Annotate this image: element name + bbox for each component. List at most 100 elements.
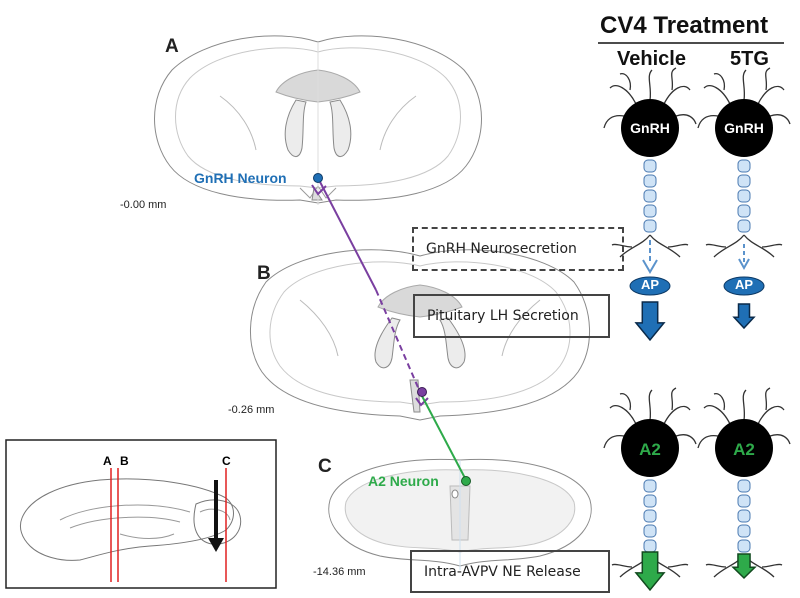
ne-vehicle-block-arrow — [634, 551, 666, 592]
a2-5tg-cell-label: A2 — [733, 440, 755, 459]
brain-section-c — [328, 458, 592, 570]
sagittal-inset — [5, 439, 277, 589]
treatment-title: CV4 Treatment — [600, 12, 769, 39]
gnrh-vehicle-neuron-dendrite-4 — [671, 67, 677, 91]
gnrh-5tg-secretion-arrow-head — [738, 258, 750, 271]
section-b-depth: -0.26 mm — [228, 404, 275, 416]
inset-label-b: B — [120, 454, 129, 468]
pituitary-lh-text: Pituitary LH Secretion — [427, 308, 579, 324]
a2-5tg-neuron-axon-segment-1 — [737, 494, 751, 508]
gnrh-vehicle-neuron-dendrite-3 — [663, 85, 691, 105]
gnrh-vehicle-neuron-dendrite-2 — [648, 69, 653, 101]
gnrh-neurosecretion-box: GnRH Neurosecretion — [412, 227, 624, 271]
a2-vehicle-neuron-dendrite-5 — [603, 434, 625, 449]
a2-vehicle-neuron-dendrite-1 — [619, 393, 632, 411]
gnrh-vehicle-neuron-terminal-2 — [649, 234, 681, 258]
gnrh-5tg-neuron-dendrite-3 — [757, 85, 785, 105]
gnrh-5tg-neuron-dendrite-4 — [765, 67, 771, 91]
gnrh-neuron-dot — [313, 173, 323, 183]
section-c-depth: -14.36 mm — [313, 566, 366, 578]
a2-vehicle-neuron-terminal-1 — [611, 563, 633, 568]
a2-vehicle-neuron-axon-segment-0 — [643, 479, 657, 493]
inset-label-c: C — [222, 454, 231, 468]
gnrh-vehicle-neuron-soma — [621, 99, 679, 157]
gnrh-vehicle-neuron-terminal-1 — [611, 243, 633, 248]
gnrh-neurosecretion-text: GnRH Neurosecretion — [426, 241, 577, 257]
gnrh-5tg-neuron-axon-segment-0 — [737, 159, 751, 173]
gnrh-5tg-neuron-terminal-0 — [713, 234, 745, 258]
a2-5tg-neuron-dendrite-4 — [765, 387, 771, 411]
gnrh-vehicle-secretion-arrow-head — [642, 259, 658, 274]
a2-5tg-neuron-terminal-1 — [705, 563, 727, 568]
gnrh-5tg-neuron-soma — [715, 99, 773, 157]
a2-5tg-neuron-dendrite-3 — [757, 405, 785, 425]
gnrh-vehicle-neuron-axon-segment-0 — [643, 159, 657, 173]
a2-neuron-dot — [461, 476, 471, 486]
ap-vehicle-label: AP — [640, 277, 660, 292]
gnrh-5tg-neuron-dendrite-6 — [769, 114, 791, 125]
a2-5tg-neuron-dendrite-5 — [697, 434, 719, 449]
a2-projection — [421, 395, 467, 481]
gnrh-vehicle-neuron-dendrite-5 — [603, 114, 625, 129]
lh-vehicle-block-arrow — [634, 301, 666, 342]
gnrh-vehicle-neuron-axon-segment-1 — [643, 174, 657, 188]
lh-5tg-block-arrow — [732, 303, 756, 330]
inset-label-a: A — [103, 454, 112, 468]
gnrh-5tg-neuron-dendrite-0 — [703, 85, 731, 105]
gnrh-5tg-neuron-terminal-1 — [705, 243, 727, 248]
gnrh-vehicle-neuron-axon-segment-4 — [643, 219, 657, 233]
gnrh-5tg-neuron-dendrite-1 — [713, 73, 726, 91]
gnrh-vehicle-neuron-axon-segment-2 — [643, 189, 657, 203]
a2-vehicle-neuron-soma — [621, 419, 679, 477]
gnrh-neuron-label: GnRH Neuron — [194, 170, 287, 186]
a2-vehicle-neuron-dendrite-6 — [675, 434, 697, 445]
a2-5tg-neuron-axon-segment-2 — [737, 509, 751, 523]
gnrh-5tg-neuron-dendrite-2 — [742, 69, 747, 101]
gnrh-5tg-cell-label: GnRH — [724, 120, 764, 136]
gnrh-5tg-neuron-axon-segment-4 — [737, 219, 751, 233]
gnrh-vehicle-neuron-axon-segment-3 — [643, 204, 657, 218]
section-a-depth: -0.00 mm — [120, 199, 167, 211]
a2-vehicle-neuron-dendrite-4 — [671, 387, 677, 411]
gnrh-5tg-neuron-dendrite-5 — [697, 114, 719, 129]
gnrh-5tg-neuron-axon-segment-3 — [737, 204, 751, 218]
ap-5tg-label: AP — [734, 277, 754, 292]
a2-vehicle-neuron-axon-segment-3 — [643, 524, 657, 538]
gnrh-5tg-neuron-axon-segment-1 — [737, 174, 751, 188]
a2-5tg-neuron-axon-segment-4 — [737, 539, 751, 553]
gnrh-terminal-dot — [417, 387, 427, 397]
a2-vehicle-neuron-dendrite-3 — [663, 405, 691, 425]
a2-vehicle-neuron-dendrite-0 — [609, 405, 637, 425]
ne-5tg-block-arrow — [731, 553, 757, 580]
a2-5tg-neuron-axon-segment-0 — [737, 479, 751, 493]
gnrh-vehicle-neuron-dendrite-1 — [619, 73, 632, 91]
vehicle-column-header: Vehicle — [617, 48, 686, 70]
a2-vehicle-neuron-dendrite-2 — [648, 389, 653, 421]
pituitary-lh-box: Pituitary LH Secretion — [413, 294, 610, 338]
a2-5tg-neuron-axon-segment-3 — [737, 524, 751, 538]
a2-5tg-neuron-dendrite-0 — [703, 405, 731, 425]
section-c-letter: C — [318, 456, 332, 477]
section-a-letter: A — [165, 36, 179, 57]
a2-vehicle-neuron-terminal-3 — [667, 563, 689, 568]
a2-5tg-neuron-dendrite-2 — [742, 389, 747, 421]
section-b-letter: B — [257, 263, 271, 284]
5tg-column-header: 5TG — [730, 48, 769, 70]
ap-vehicle-ellipse — [629, 276, 671, 296]
intra-avpv-box: Intra-AVPV NE Release — [410, 550, 610, 593]
a2-vehicle-neuron-axon-segment-1 — [643, 494, 657, 508]
a2-vehicle-neuron-axon-segment-4 — [643, 539, 657, 553]
gnrh-5tg-neuron-terminal-2 — [743, 234, 775, 258]
gnrh-vehicle-cell-label: GnRH — [630, 120, 670, 136]
ap-5tg-ellipse — [723, 276, 765, 296]
a2-neuron-label: A2 Neuron — [368, 473, 439, 489]
gnrh-vehicle-neuron-dendrite-6 — [675, 114, 697, 125]
gnrh-vehicle-neuron-dendrite-0 — [609, 85, 637, 105]
gnrh-5tg-neuron-terminal-3 — [761, 243, 783, 248]
brain-section-a — [154, 35, 482, 205]
a2-5tg-neuron-dendrite-1 — [713, 393, 726, 411]
a2-vehicle-neuron-axon-segment-2 — [643, 509, 657, 523]
intra-avpv-text: Intra-AVPV NE Release — [424, 563, 581, 580]
a2-5tg-neuron-terminal-3 — [761, 563, 783, 568]
